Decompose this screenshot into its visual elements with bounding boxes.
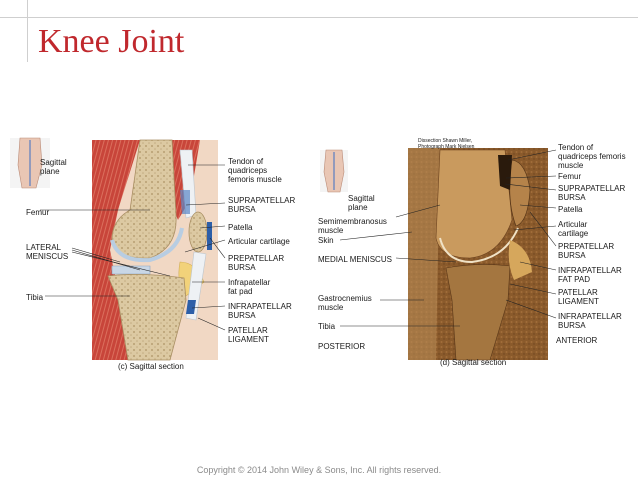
posterior-muscles-c [92,140,140,360]
leader-semimembranosus-d [395,204,441,218]
label-tibia-c: Tibia [26,293,44,302]
leader-prepatellar-c [209,237,226,259]
leader-prepatellar-d [529,211,557,247]
posterior-fascia-d [408,148,440,360]
meniscus-shape-c [111,265,151,275]
leader-patella-d [519,204,557,209]
infrapatellar-bursa-shape-c [186,300,196,314]
label-suprapatellar-bursa-d: SUPRAPATELLAR BURSA [558,184,626,202]
label-patellar-ligament-c: PATELLAR LIGAMENT [228,326,269,344]
label-semimembranosus-d: Semimembranosus muscle [318,217,387,235]
leader-femur-d [505,175,557,179]
label-infrapatellar-bursa-c: INFRAPATELLAR BURSA [228,302,292,320]
caption-c: (c) Sagittal section [118,362,184,371]
slide-title: Knee Joint [38,23,185,60]
label-patella-c: Patella [228,223,253,232]
leader-lateral-meniscus-2-c [71,249,141,271]
leader-infrapatellar-bursa-c [191,305,226,309]
label-femur-c: Femur [26,208,50,217]
label-femur-d: Femur [558,172,582,181]
leader-suprapatellar-d [504,183,557,191]
leader-lateral-meniscus-3-c [71,251,171,277]
label-skin-d: Skin [318,236,334,245]
label-articular-cartilage-d: Articular cartilage [558,220,589,238]
sagittal-dissection-d [320,148,557,361]
label-infrapatellar-fat-pad-c: Infrapatellar fat pad [228,278,271,296]
patella-bone-d [509,159,531,227]
label-tendon-quadriceps-c: Tendon of quadriceps femoris muscle [228,157,282,184]
label-infrapatellar-fat-pad-d: INFRAPATELLAR FAT PAD [558,266,622,284]
label-patellar-ligament-d: PATELLAR LIGAMENT [558,288,599,306]
femur-bone-d [435,149,513,259]
label-sagittal-plane-d: Sagittal plane [348,194,375,212]
label-tendon-quadriceps-d: Tendon of quadriceps femoris muscle [558,143,626,170]
label-posterior-d: POSTERIOR [318,342,366,351]
leader-suprapatellar-c [185,202,226,206]
label-medial-meniscus-d: MEDIAL MENISCUS [318,255,392,264]
leader-patellar-ligament-d [509,283,557,295]
leader-lateral-meniscus-1-c [71,247,121,263]
label-sagittal-plane-c: Sagittal plane [40,158,67,176]
label-gastrocnemius-d: Gastrocnemius muscle [318,294,372,312]
leader-patella-c [199,225,226,229]
leader-cartilage-d [513,225,557,231]
label-photo-credit-d: Dissection Shawn Miller, Photograph Mark… [418,138,475,150]
leader-cartilage-c [184,239,226,253]
left-divider [27,0,28,62]
leader-medial-meniscus-d [395,257,457,263]
tibia-bone-d [445,264,511,361]
label-lateral-meniscus-c: LATERAL MENISCUS [26,243,69,261]
leader-patellar-ligament-c [197,317,226,331]
femoral-cartilage-c [110,227,184,263]
label-suprapatellar-bursa-c: SUPRAPATELLAR BURSA [228,196,296,214]
label-infrapatellar-bursa-d: INFRAPATELLAR BURSA [558,312,622,330]
suprapatellar-bursa-shape-d [498,155,512,190]
articular-cartilage-line-d [439,227,519,264]
fat-pad-shape-d [508,240,532,280]
leader-skin-d [339,231,413,241]
leader-tendon-d [507,149,557,161]
top-divider [0,17,638,18]
sagittal-illustration-c [10,137,226,361]
copyright-notice: Copyright © 2014 John Wiley & Sons, Inc.… [196,465,442,475]
label-patella-d: Patella [558,205,583,214]
leader-infrapatellar-bursa-d [505,299,557,319]
prepatellar-bursa-shape-c [207,222,212,250]
leader-fat-pad-d [519,261,557,271]
label-prepatellar-bursa-d: PREPATELLAR BURSA [558,242,615,260]
label-anterior-d: ANTERIOR [556,336,598,345]
label-articular-cartilage-c: Articular cartilage [228,237,290,246]
label-prepatellar-bursa-c: PREPATELLAR BURSA [228,254,285,272]
label-tibia-d: Tibia [318,322,336,331]
caption-d: (d) Sagittal section [440,358,507,367]
suprapatellar-bursa-shape-c [180,190,190,214]
